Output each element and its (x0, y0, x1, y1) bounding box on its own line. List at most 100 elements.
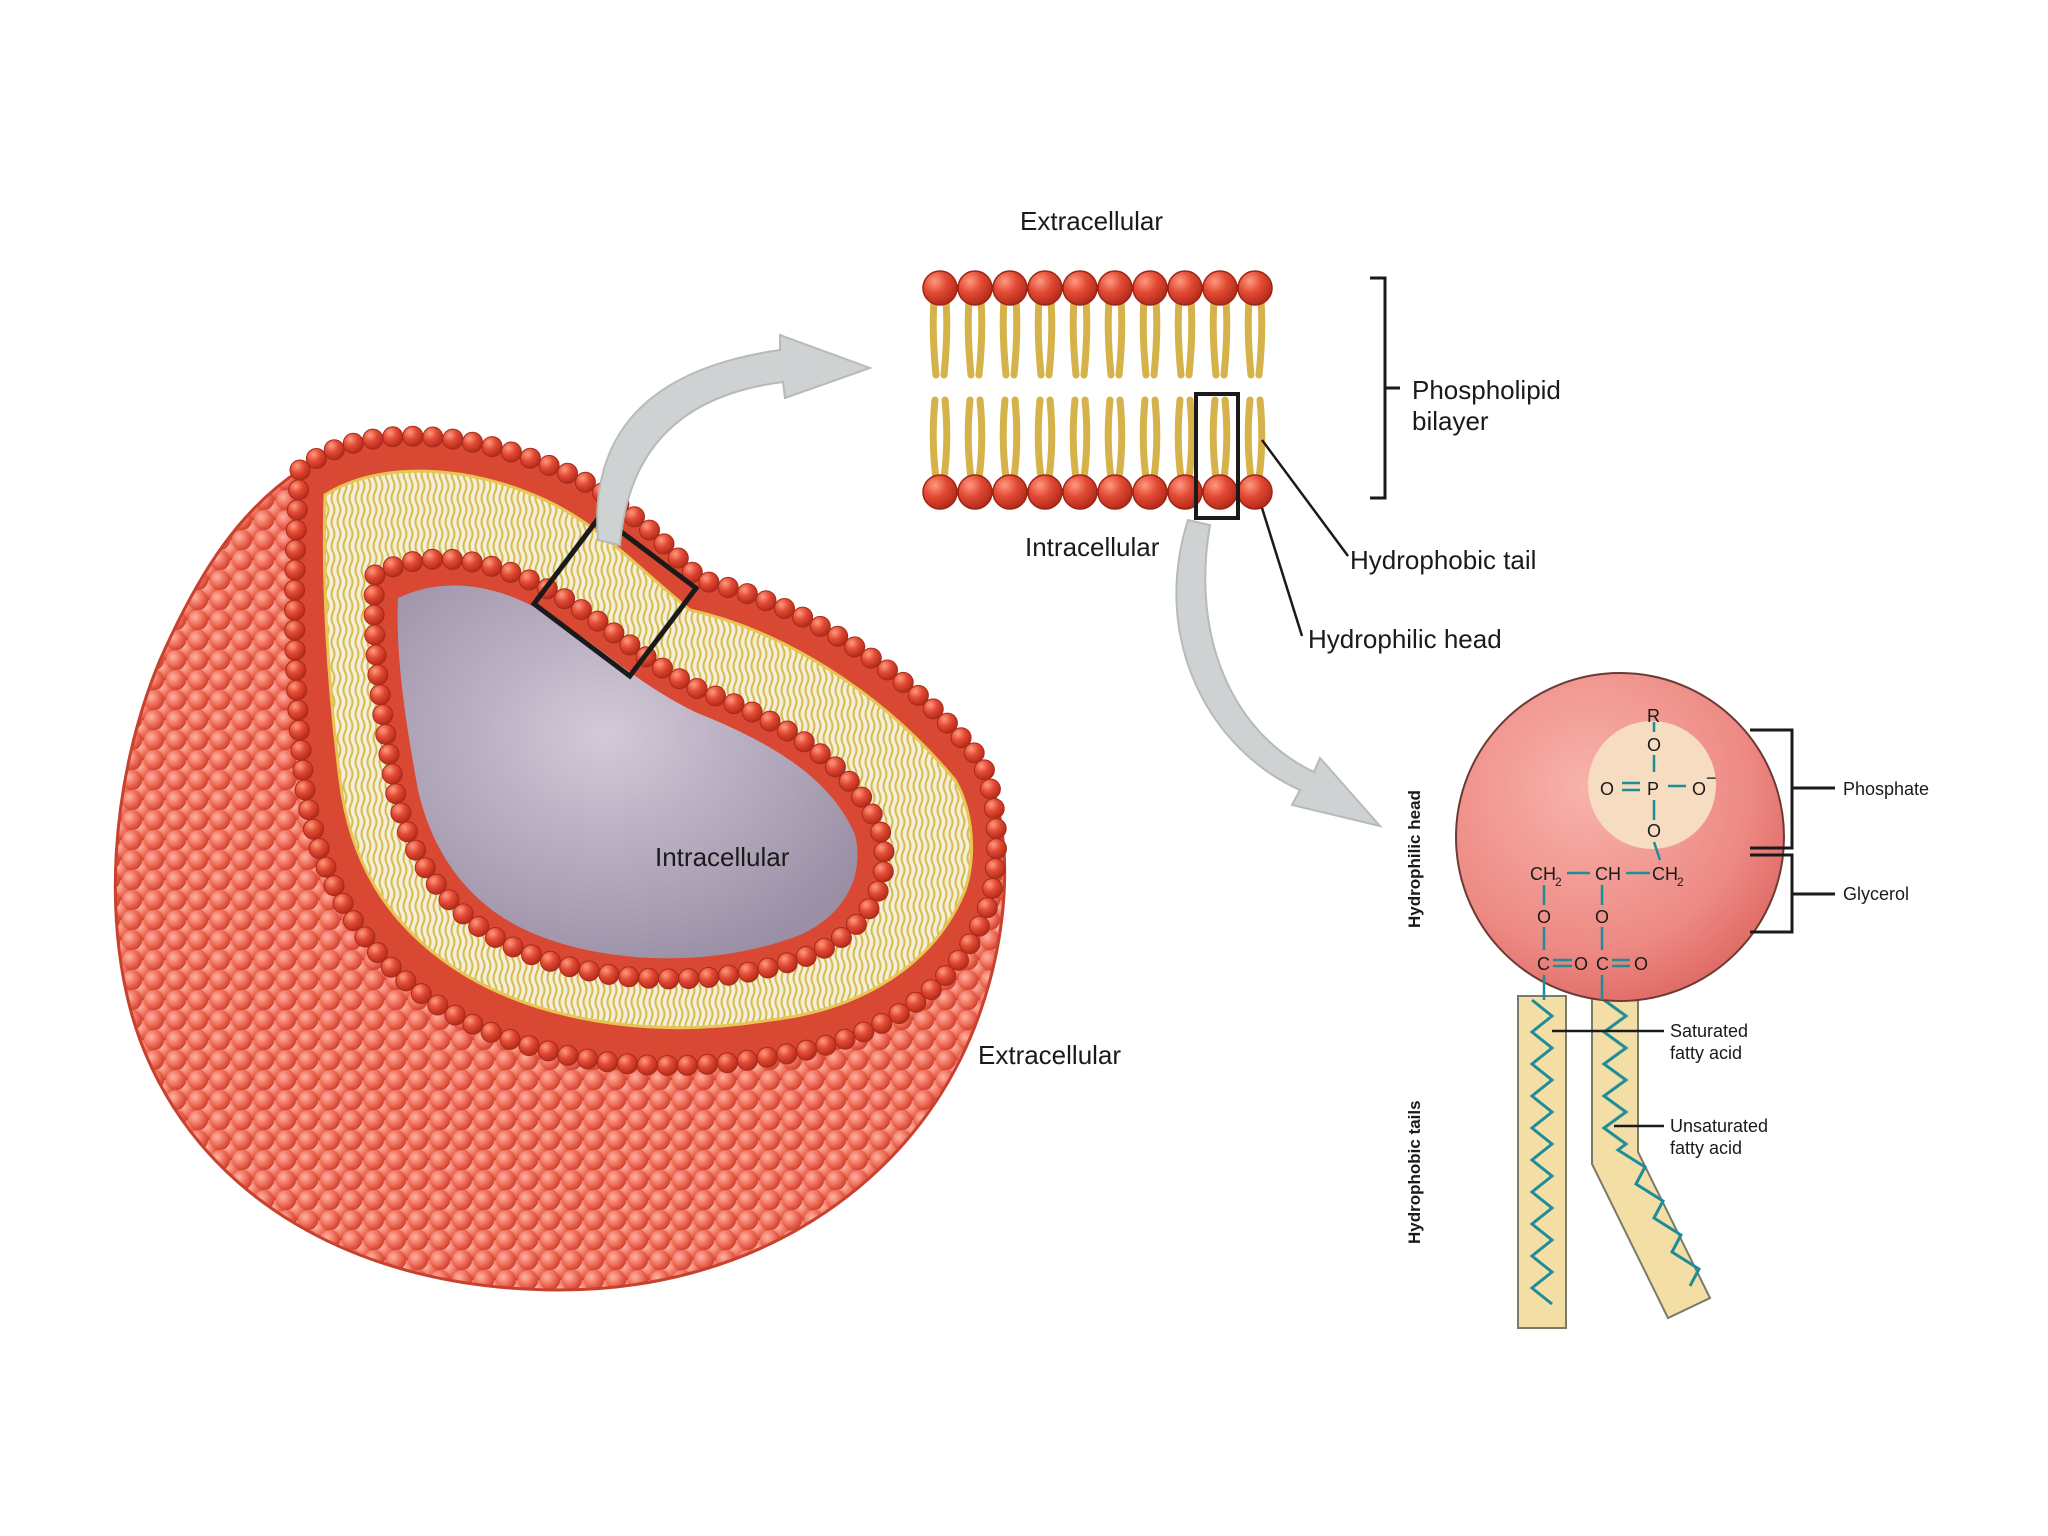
phospholipid-bilayer-label-2: bilayer (1412, 406, 1489, 436)
svg-text:O: O (1647, 821, 1661, 841)
leaflet-bead (723, 693, 745, 715)
leaflet-bead (948, 949, 969, 971)
leaflet-bead (983, 798, 1005, 820)
cell-zoom-box (530, 512, 700, 680)
bilayer-head-top (992, 270, 1028, 306)
leaflet-bead (308, 837, 330, 859)
leaflet-bead (759, 710, 781, 732)
bilayer-head-bottom (1062, 474, 1098, 510)
leaflet-bead (385, 783, 407, 805)
bilayer-tail (1244, 396, 1266, 482)
leaflet-bead (294, 779, 316, 801)
leaflet-bead (873, 841, 895, 863)
leaflet-bead (888, 1003, 910, 1025)
leaflet-bead (285, 519, 307, 541)
leaflet-bead (920, 979, 942, 1001)
leaflet-bead (861, 803, 883, 825)
bilayer-head-bottom (957, 474, 993, 510)
leaflet-bead (402, 425, 424, 447)
leaflet-bead (362, 428, 384, 450)
leaflet-bead (405, 839, 427, 861)
leaflet-bead (462, 1013, 484, 1035)
leaflet-bead (425, 873, 447, 895)
unsaturated-label-2: fatty acid (1670, 1138, 1742, 1158)
leaflet-bead (285, 659, 307, 681)
leaflet-bead (619, 634, 641, 656)
leaflet-bead (284, 639, 306, 661)
leaflet-bead (860, 647, 882, 669)
leaflet-bead (776, 952, 798, 974)
leaflet-bead (452, 903, 474, 925)
phosphate-label: Phosphate (1843, 779, 1929, 799)
leaflet-bead (559, 956, 581, 978)
bilayer-head-bottom (1097, 474, 1133, 510)
cell-intracellular-label: Intracellular (655, 842, 790, 872)
leaflet-bead (500, 441, 522, 463)
cell-cutaway: Intracellular Extracellular (113, 425, 1121, 1292)
leaflet-bead (284, 599, 306, 621)
phosphate-bracket (1750, 728, 1835, 850)
bilayer-tail (1209, 396, 1231, 482)
leaflet-bead (342, 432, 364, 454)
leaflet-bead (963, 742, 985, 764)
bilayer-head-top (1202, 270, 1238, 306)
phosphate-region (1588, 721, 1716, 849)
leaflet-bead (872, 861, 894, 883)
leaflet-bead (287, 699, 309, 721)
bilayer-head-bottom (922, 474, 958, 510)
leaflet-bead (716, 1052, 738, 1074)
svg-text:2: 2 (1677, 875, 1684, 889)
leaflet-bead (481, 555, 503, 577)
leaflet-bead (462, 431, 483, 453)
leaflet-bead (402, 551, 423, 573)
zoom-arrow-1 (596, 333, 873, 547)
svg-text:CH: CH (1595, 864, 1621, 884)
saturated-chain (1529, 998, 1555, 1306)
leaflet-bead (959, 933, 981, 955)
leaflet-bead (305, 448, 327, 469)
leaflet-bead (468, 916, 490, 937)
bilayer-intracellular-label: Intracellular (1025, 532, 1160, 562)
bilayer-molecules (922, 270, 1273, 510)
leaflet-bead (838, 770, 860, 792)
leaflet-bead (288, 719, 310, 741)
leaflet-bead (378, 743, 400, 765)
svg-text:C: C (1537, 954, 1550, 974)
svg-text:O: O (1647, 735, 1661, 755)
bilayer-tail (1069, 396, 1091, 482)
leaflet-bead (705, 685, 726, 707)
bilayer-head-top (1062, 270, 1098, 306)
leaflet-bead (574, 471, 596, 493)
leaflet-bead (284, 559, 306, 581)
cell-cytoplasm (397, 585, 858, 959)
leaflet-bead (538, 454, 560, 476)
bilayer-head-bottom (1027, 474, 1063, 510)
leaflet-bead (667, 547, 689, 569)
leaflet-bead (427, 994, 449, 1016)
hydrophobic-tail-label: Hydrophobic tail (1350, 545, 1536, 575)
leaflet-bead (736, 583, 758, 605)
leaflet-bead (870, 821, 892, 843)
bilayer-head-top (1027, 270, 1063, 306)
leaflet-bead (851, 786, 873, 808)
svg-text:O: O (1537, 907, 1551, 927)
svg-text:2: 2 (1555, 875, 1562, 889)
leaflet-bead (367, 664, 389, 686)
leaflet-bead (776, 720, 798, 742)
leaflet-bead (950, 727, 972, 749)
leaflet-bead (410, 983, 432, 1005)
leaflet-bead (717, 576, 739, 598)
bilayer-head-bottom (1237, 474, 1273, 510)
leaflet-bead (390, 802, 412, 824)
leaflet-bead (877, 659, 898, 681)
leaflet-bead (442, 428, 464, 450)
leaflet-bead (382, 556, 404, 578)
leaflet-bead (698, 966, 720, 988)
bilayer-head-top (1097, 270, 1133, 306)
svg-text:R: R (1647, 706, 1660, 726)
bilayer-head-bottom (1202, 474, 1238, 510)
leaflet-bead (815, 1034, 837, 1056)
svg-text:O: O (1692, 779, 1706, 799)
leaflet-bead (985, 818, 1007, 840)
leaflet-bead (858, 898, 880, 920)
